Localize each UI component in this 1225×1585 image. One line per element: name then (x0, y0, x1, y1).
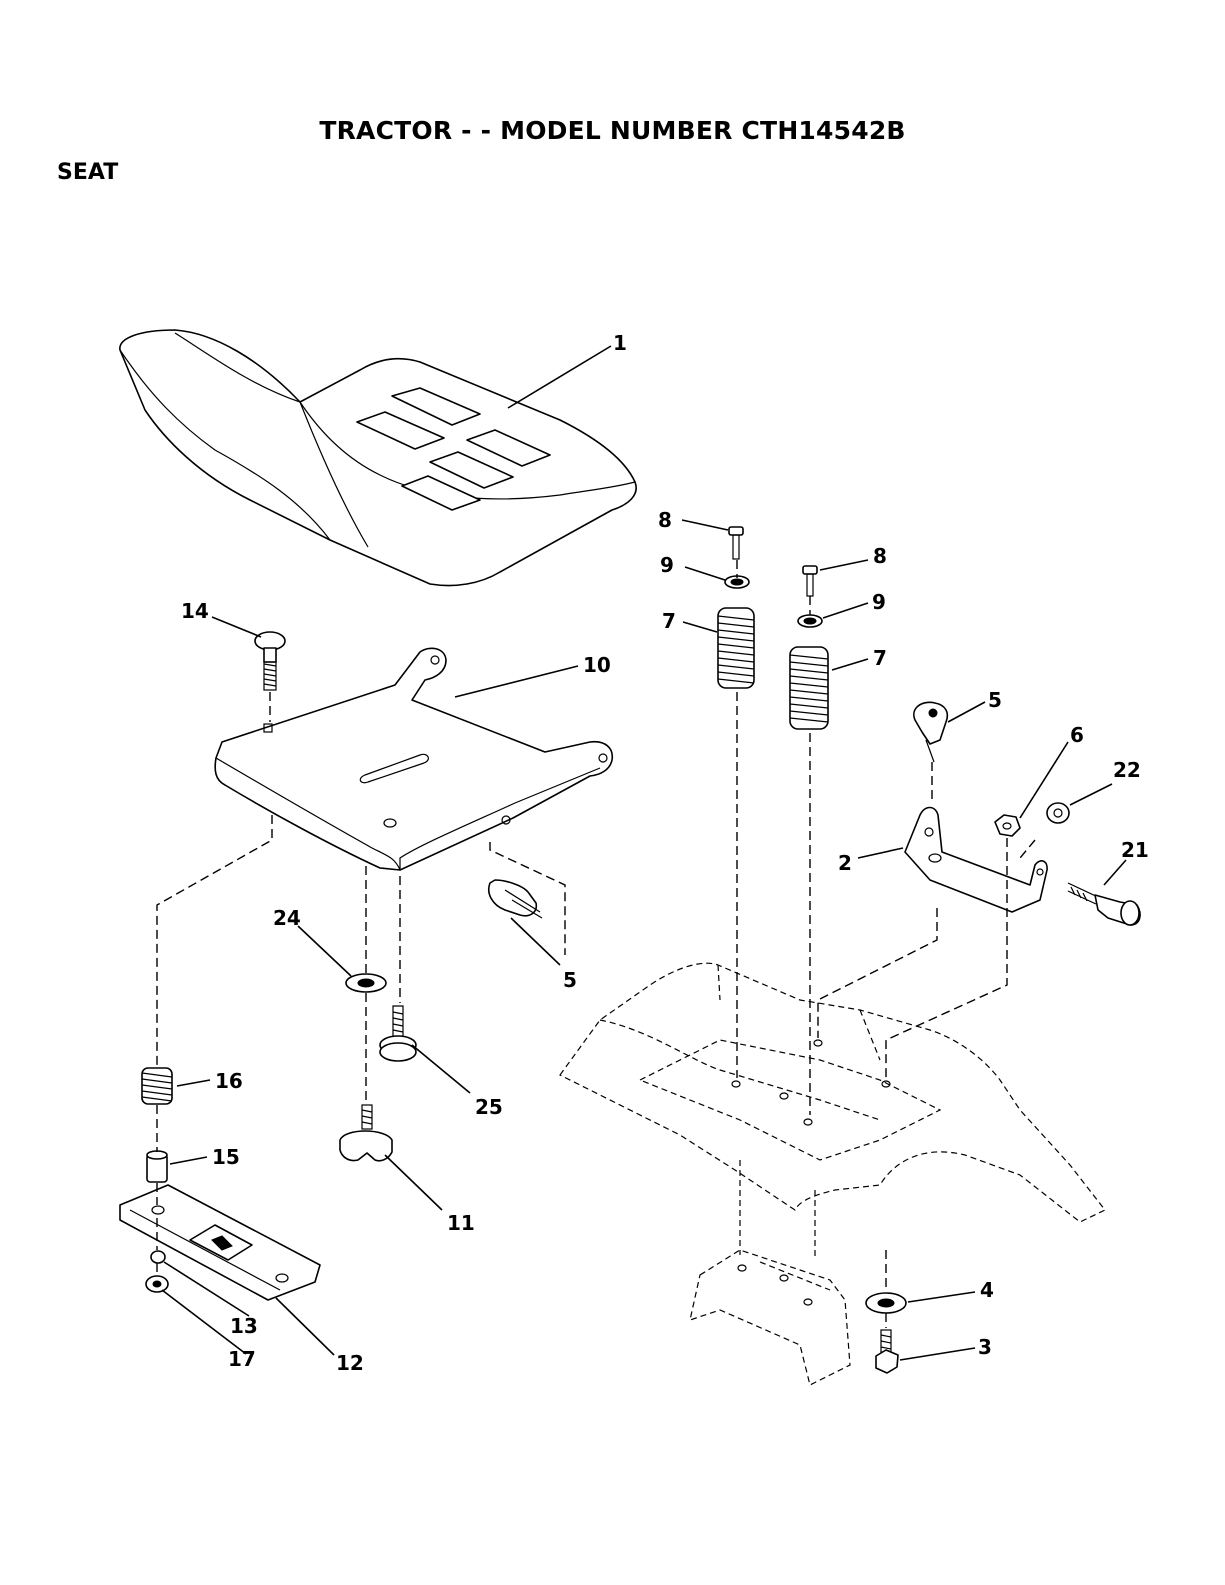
callout-1: 1 (613, 331, 627, 355)
washer-right-part (798, 615, 822, 627)
spacer-part (147, 1151, 167, 1182)
callout-6: 6 (1070, 723, 1084, 747)
shoulder-bolt-part (380, 1006, 416, 1061)
spring-right-part (790, 647, 828, 729)
hex-bolt-part (876, 1330, 898, 1373)
callout-5-right: 5 (988, 688, 1002, 712)
spring-left-part (718, 608, 754, 688)
pivot-bolt-part (1068, 883, 1140, 925)
bolt-left-part (729, 527, 743, 559)
callout-25: 25 (475, 1095, 503, 1119)
callout-9-left: 9 (660, 553, 674, 577)
locknut-part (1047, 803, 1069, 823)
seat-clip-left-part (489, 880, 542, 918)
seat-part (120, 330, 636, 586)
nut-part (151, 1251, 165, 1263)
callout-8-left: 8 (658, 508, 672, 532)
spring-part (142, 1068, 172, 1104)
callout-11: 11 (447, 1211, 475, 1235)
callout-8-right: 8 (873, 544, 887, 568)
seat-pan-part (215, 648, 612, 870)
pivot-bracket-part (905, 808, 1047, 913)
callout-17: 17 (228, 1347, 256, 1371)
fender-frame-outline (560, 963, 1105, 1385)
callout-10: 10 (583, 653, 611, 677)
lock-washer-part (146, 1276, 168, 1292)
callout-16: 16 (215, 1069, 243, 1093)
callout-15: 15 (212, 1145, 240, 1169)
callout-3: 3 (978, 1335, 992, 1359)
seat-clip-right-part (914, 702, 948, 762)
knob-part (340, 1105, 392, 1161)
callout-4: 4 (980, 1278, 994, 1302)
callout-21: 21 (1121, 838, 1149, 862)
callout-22: 22 (1113, 758, 1141, 782)
callout-13: 13 (230, 1314, 258, 1338)
callout-24: 24 (273, 906, 301, 930)
callout-5-left: 5 (563, 968, 577, 992)
carriage-bolt-part (255, 632, 285, 690)
callout-14: 14 (181, 599, 209, 623)
callout-12: 12 (336, 1351, 364, 1375)
callout-2: 2 (838, 851, 852, 875)
washer-part (346, 974, 386, 992)
flat-washer-part (866, 1293, 906, 1313)
callout-9-right: 9 (872, 590, 886, 614)
hex-nut-part (995, 815, 1020, 836)
bolt-right-part (803, 566, 817, 596)
callout-7-left: 7 (662, 609, 676, 633)
callout-7-right: 7 (873, 646, 887, 670)
